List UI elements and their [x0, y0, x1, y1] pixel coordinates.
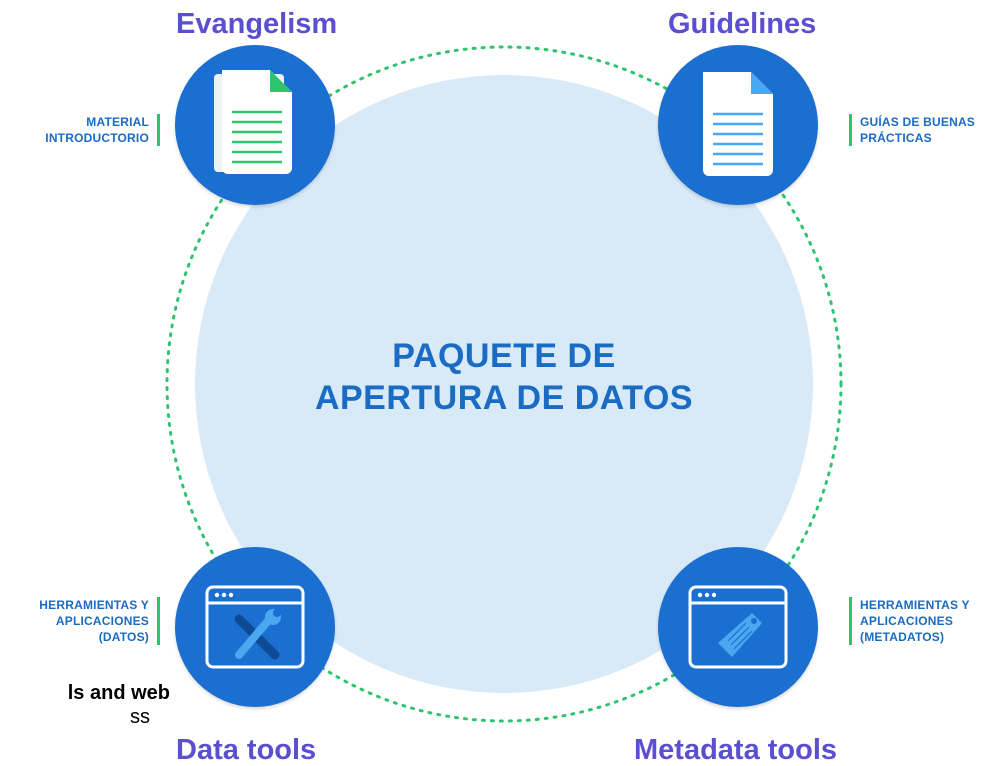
- cropped-caption-line-2: ss: [130, 706, 150, 728]
- center-title-line-2: APERTURA DE DATOS: [314, 379, 694, 417]
- evangelism-node: [175, 45, 335, 205]
- data-tools-label-line-2: APLICACIONES: [55, 614, 149, 628]
- evangelism-label-line-2: INTRODUCTORIO: [45, 131, 149, 145]
- cropped-caption: ls and web ss: [0, 681, 170, 729]
- tag-icon: [718, 613, 762, 657]
- guidelines-label: GUÍAS DE BUENAS PRÁCTICAS: [849, 114, 975, 146]
- metadata-tools-heading: Metadata tools: [634, 734, 838, 766]
- data-tools-label-line-1: HERRAMIENTAS Y: [39, 598, 149, 612]
- document-icon: [214, 70, 292, 174]
- center-title: PAQUETE DE APERTURA DE DATOS: [195, 335, 813, 419]
- document-icon: [703, 72, 773, 176]
- metadata-tools-label-line-3: (METADATOS): [860, 630, 945, 644]
- wrench-screwdriver-icon: [234, 609, 281, 660]
- data-tools-label: HERRAMIENTAS Y APLICACIONES (DATOS): [39, 597, 160, 645]
- metadata-tools-label: HERRAMIENTAS Y APLICACIONES (METADATOS): [849, 597, 970, 645]
- evangelism-heading: Evangelism: [176, 8, 338, 40]
- data-tools-node: [175, 547, 335, 707]
- evangelism-label: MATERIAL INTRODUCTORIO: [45, 114, 160, 146]
- guidelines-heading: Guidelines: [668, 8, 817, 40]
- center-title-line-1: PAQUETE DE: [392, 337, 616, 375]
- guidelines-label-line-2: PRÁCTICAS: [860, 131, 932, 145]
- guidelines-label-line-1: GUÍAS DE BUENAS: [860, 115, 976, 129]
- metadata-tools-label-line-2: APLICACIONES: [860, 614, 954, 628]
- tag-window-icon: [688, 585, 788, 669]
- evangelism-label-line-1: MATERIAL: [86, 115, 149, 129]
- cropped-caption-line-1: ls and web: [67, 682, 170, 704]
- data-tools-heading: Data tools: [176, 734, 317, 766]
- data-tools-label-line-3: (DATOS): [98, 630, 149, 644]
- metadata-tools-label-line-1: HERRAMIENTAS Y: [860, 598, 970, 612]
- guidelines-node: [658, 45, 818, 205]
- tools-window-icon: [205, 585, 305, 669]
- metadata-tools-node: [658, 547, 818, 707]
